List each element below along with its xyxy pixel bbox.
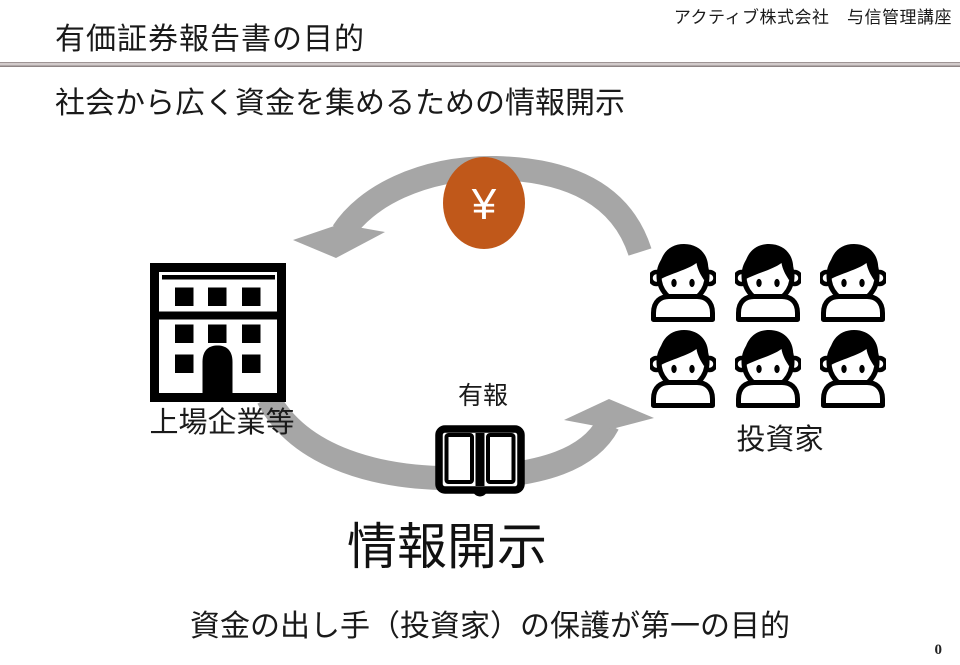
investor-icon	[650, 236, 716, 322]
investors-group	[650, 236, 886, 408]
investor-icon	[735, 322, 801, 408]
subtitle: 社会から広く資金を集めるための情報開示	[55, 87, 625, 120]
report-flow-arrowhead	[564, 399, 654, 429]
building-icon	[150, 263, 286, 402]
investor-icon	[735, 236, 801, 322]
page-title: 有価証券報告書の目的	[55, 23, 365, 56]
title-divider	[0, 62, 960, 67]
main-message: 情報開示	[347, 519, 547, 575]
investor-icon	[820, 322, 886, 408]
investors-label: 投資家	[736, 424, 824, 456]
yen-symbol: ¥	[471, 180, 497, 229]
page-number: 0	[934, 642, 943, 658]
course-header: アクティブ株式会社 与信管理講座	[673, 8, 952, 27]
money-flow-arrowhead	[293, 224, 385, 258]
company-label: 上場企業等	[149, 407, 295, 439]
investor-icon	[650, 322, 716, 408]
yen-coin-icon	[443, 157, 525, 249]
footer-message: 資金の出し手（投資家）の保護が第一の目的	[190, 610, 790, 643]
investor-icon	[820, 236, 886, 322]
open-book-icon	[435, 425, 525, 497]
report-label: 有報	[457, 382, 508, 410]
